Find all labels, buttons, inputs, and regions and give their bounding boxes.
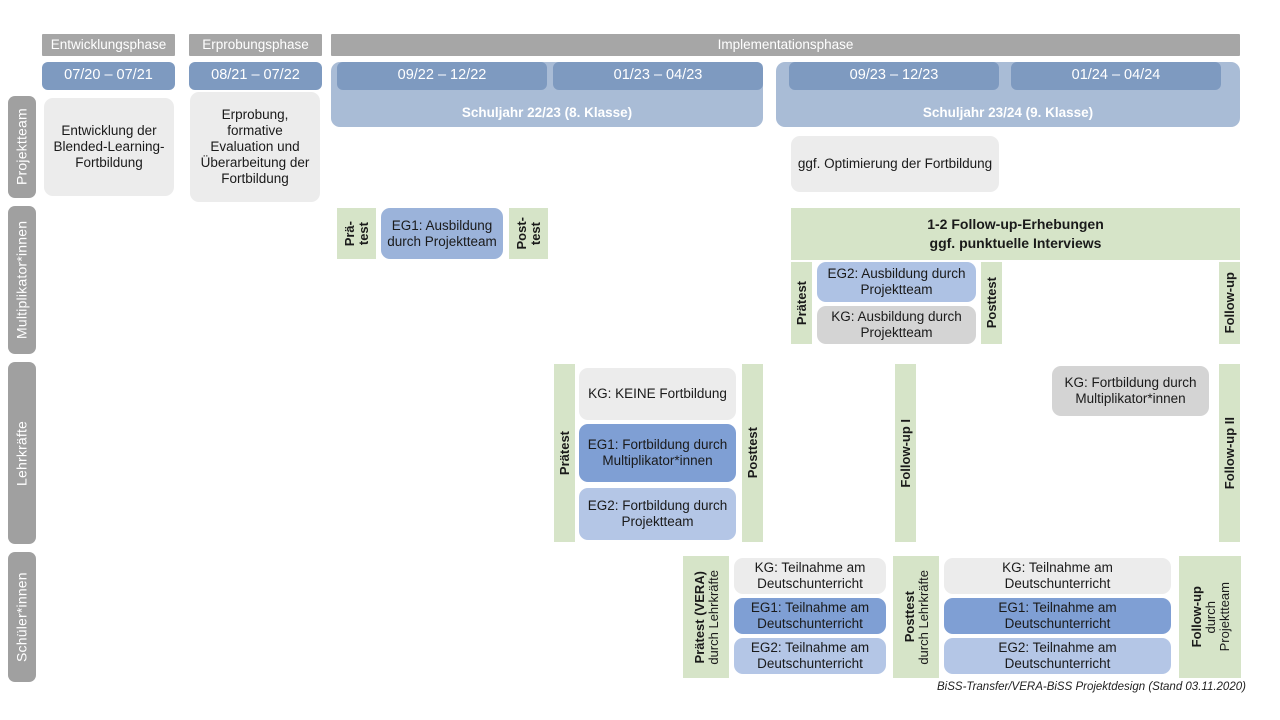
strip-followup-schueler-sub2: Projektteam: [1216, 582, 1232, 652]
footer-source-note: BiSS-Transfer/VERA-BiSS Projektdesign (S…: [937, 681, 1246, 693]
strip-praetest-vera-sub: durch Lehrkräfte: [705, 569, 721, 665]
card-schueler-eg1-right: EG1: Teilnahme am Deutschunterricht: [944, 598, 1171, 634]
strip-followup-schueler: Follow-up durch Projektteam: [1179, 556, 1241, 678]
strip-praetest-vera-schueler: Prätest (VERA) durch Lehrkräfte: [683, 556, 729, 678]
strip-posttest-multiplikator: Post- test: [509, 208, 548, 259]
row-label-lehrkraefte: Lehrkräfte: [8, 362, 36, 544]
strip-followup-multiplikator: Follow-up: [1219, 262, 1240, 344]
card-eg2-fortbildung-projektteam: EG2: Fortbildung durch Projektteam: [579, 488, 736, 540]
strip-praetest-lehrkraefte-label: Prätest: [556, 430, 572, 476]
phase-bar-entwicklungsphase: Entwicklungsphase: [42, 34, 175, 56]
strip-followup-2-lehrkraefte: Follow-up II: [1219, 364, 1240, 542]
band-followup-line1: 1-2 Follow-up-Erhebungen: [927, 216, 1104, 233]
strip-praetest-line2: test: [356, 221, 371, 246]
strip-followup-schueler-sub1: durch: [1202, 600, 1218, 634]
row-label-multiplikatorinnen: Multiplikator*innen: [8, 206, 36, 354]
band-followup-erhebungen: 1-2 Follow-up-Erhebungen ggf. punktuelle…: [791, 208, 1240, 260]
strip-posttest-lehrkraefte: Posttest: [742, 364, 763, 542]
strip-praetest-vera-main: Prätest (VERA): [691, 570, 707, 664]
strip-posttest-schueler-main: Posttest: [901, 591, 917, 643]
strip-followup-1-label: Follow-up I: [897, 418, 913, 488]
period-chip-0720-0721: 07/20 – 07/21: [42, 62, 175, 90]
strip-praetest-line1: Prä-: [342, 220, 357, 247]
strip-followup-schueler-main: Follow-up: [1188, 586, 1204, 648]
strip-posttest-lehrkraefte-label: Posttest: [744, 427, 760, 479]
strip-praetest-multiplikator: Prä- test: [337, 208, 376, 259]
phase-bar-implementationsphase: Implementationsphase: [331, 34, 1240, 56]
period-chip-0922-1222: 09/22 – 12/22: [337, 62, 547, 90]
card-schueler-kg-left: KG: Teilnahme am Deutschunterricht: [734, 558, 886, 594]
period-chip-0123-0423: 01/23 – 04/23: [553, 62, 763, 90]
strip-praetest-multiplikator-2: Prätest: [791, 262, 812, 344]
strip-posttest-schueler: Posttest durch Lehrkräfte: [893, 556, 939, 678]
strip-posttest-line2: test: [528, 221, 543, 246]
phase-bar-erprobungsphase: Erprobungsphase: [189, 34, 322, 56]
strip-praetest-lehrkraefte: Prätest: [554, 364, 575, 542]
row-label-projektteam: Projektteam: [8, 96, 36, 198]
strip-followup-multiplikator-label: Follow-up: [1221, 272, 1237, 334]
card-eg2-ausbildung-projektteam: EG2: Ausbildung durch Projektteam: [817, 262, 976, 302]
strip-posttest-2-label: Posttest: [983, 277, 999, 329]
card-optimierung-fortbildung: ggf. Optimierung der Fortbildung: [791, 136, 999, 192]
strip-posttest-line1: Post-: [514, 217, 529, 250]
card-schueler-eg2-left: EG2: Teilnahme am Deutschunterricht: [734, 638, 886, 674]
period-chip-0821-0722: 08/21 – 07/22: [189, 62, 322, 90]
card-eg1-fortbildung-multiplikatoren: EG1: Fortbildung durch Multiplikator*inn…: [579, 424, 736, 482]
row-label-schuelerinnen: Schüler*innen: [8, 552, 36, 682]
strip-followup-1-lehrkraefte: Follow-up I: [895, 364, 916, 542]
card-eg1-ausbildung-projektteam: EG1: Ausbildung durch Projektteam: [381, 208, 503, 259]
strip-praetest-2-label: Prätest: [793, 280, 809, 326]
card-entwicklung-fortbildung: Entwicklung der Blended-Learning-Fortbil…: [44, 98, 174, 196]
card-kg-ausbildung-projektteam: KG: Ausbildung durch Projektteam: [817, 306, 976, 344]
card-erprobung-evaluation: Erprobung, formative Evaluation und Über…: [190, 92, 320, 202]
strip-followup-2-label: Follow-up II: [1221, 416, 1237, 490]
strip-posttest-multiplikator-2: Posttest: [981, 262, 1002, 344]
band-followup-line2: ggf. punktuelle Interviews: [929, 235, 1102, 251]
card-schueler-kg-right: KG: Teilnahme am Deutschunterricht: [944, 558, 1171, 594]
card-kg-keine-fortbildung: KG: KEINE Fortbildung: [579, 368, 736, 420]
period-chip-0923-1223: 09/23 – 12/23: [789, 62, 999, 90]
card-schueler-eg2-right: EG2: Teilnahme am Deutschunterricht: [944, 638, 1171, 674]
card-kg-fortbildung-multiplikatoren: KG: Fortbildung durch Multiplikator*inne…: [1052, 366, 1209, 416]
card-schueler-eg1-left: EG1: Teilnahme am Deutschunterricht: [734, 598, 886, 634]
period-chip-0124-0424: 01/24 – 04/24: [1011, 62, 1221, 90]
strip-posttest-schueler-sub: durch Lehrkräfte: [915, 569, 931, 665]
